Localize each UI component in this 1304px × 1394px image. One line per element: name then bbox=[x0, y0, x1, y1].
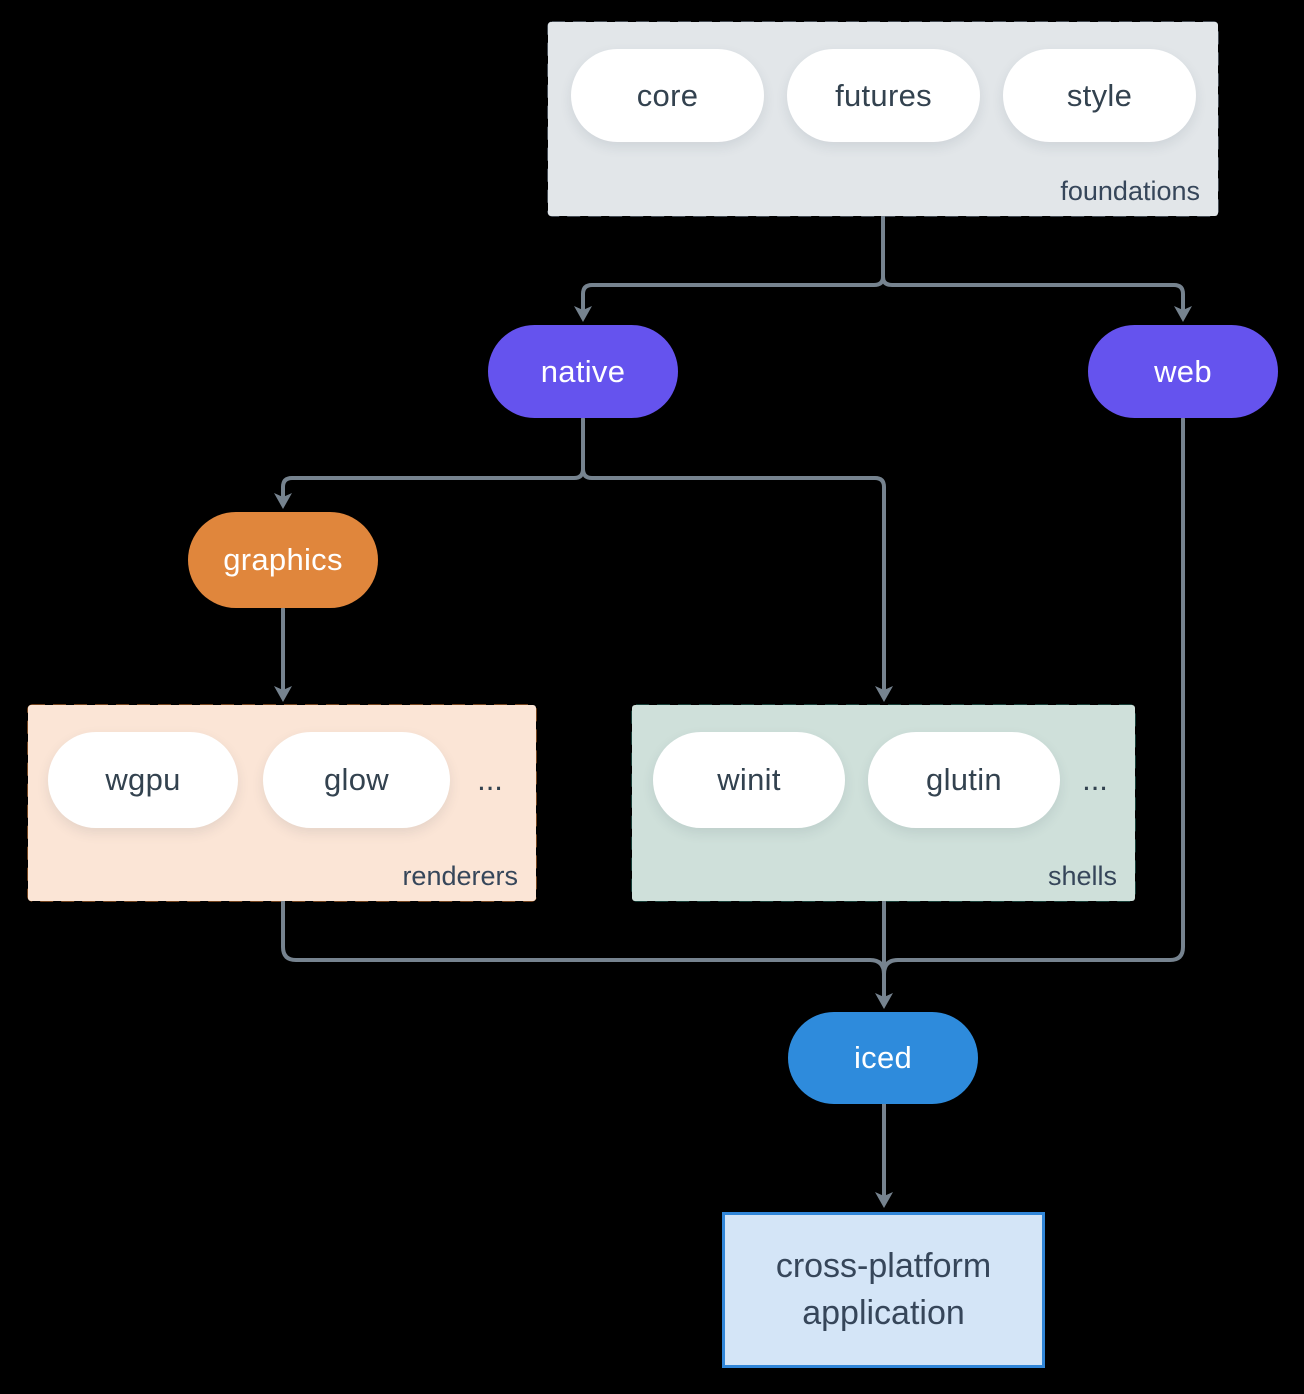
group-renderers: wgpu glow ... renderers bbox=[28, 705, 536, 901]
arrowhead-web bbox=[1174, 306, 1192, 322]
node-futures: futures bbox=[787, 49, 980, 142]
group-label-shells: shells bbox=[1047, 861, 1117, 891]
node-native: native bbox=[488, 325, 678, 418]
group-label-renderers: renderers bbox=[402, 861, 518, 891]
group-shells: winit glutin ... shells bbox=[632, 705, 1135, 901]
group-label-foundations: foundations bbox=[1060, 176, 1200, 206]
arrowhead-iced bbox=[875, 993, 893, 1009]
app-label-line1: cross-platform bbox=[775, 1247, 992, 1285]
arrowhead-app bbox=[875, 1192, 893, 1208]
arrowhead-graphics bbox=[274, 493, 292, 509]
renderers-ellipsis: ... bbox=[477, 762, 503, 797]
app-label-line2: application bbox=[802, 1294, 965, 1332]
arrowhead-shells bbox=[875, 686, 893, 702]
edge-native-shells bbox=[581, 467, 886, 694]
node-winit: winit bbox=[653, 732, 845, 828]
node-core: core bbox=[571, 49, 764, 142]
node-cross-platform-application: cross-platform application bbox=[722, 1212, 1045, 1368]
node-wgpu: wgpu bbox=[48, 732, 238, 828]
arrowhead-native bbox=[574, 306, 592, 322]
node-graphics: graphics bbox=[188, 512, 378, 608]
node-web: web bbox=[1088, 325, 1278, 418]
node-glow: glow bbox=[263, 732, 450, 828]
shells-ellipsis: ... bbox=[1082, 762, 1108, 797]
node-iced: iced bbox=[788, 1012, 978, 1104]
arrowhead-renderers bbox=[274, 686, 292, 702]
node-style: style bbox=[1003, 49, 1196, 142]
edge-foundations-native bbox=[581, 214, 885, 314]
edge-foundations-web bbox=[881, 275, 1185, 314]
node-glutin: glutin bbox=[868, 732, 1060, 828]
group-foundations: core futures style foundations bbox=[548, 22, 1218, 216]
edge-native-graphics bbox=[281, 417, 585, 501]
edge-renderers-iced bbox=[281, 899, 886, 976]
